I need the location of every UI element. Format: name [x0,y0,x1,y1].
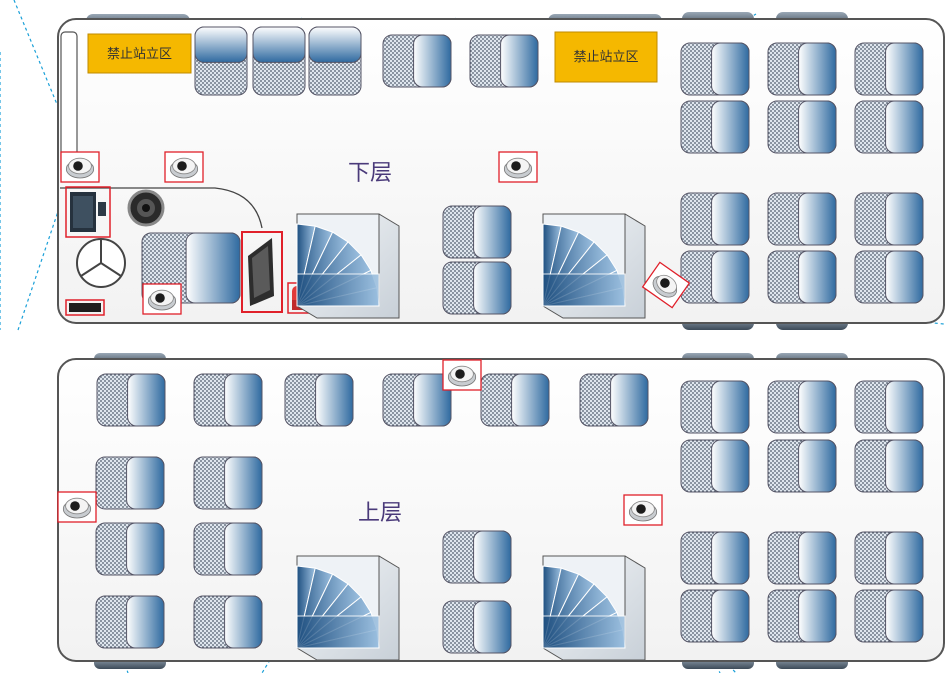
driver-partition [60,187,263,229]
dome-camera-icon [623,494,663,526]
seat-icon [767,531,837,585]
seat-icon [193,522,263,576]
no-standing-zone-label: 禁止站立区 [107,47,172,62]
seat-icon [680,531,750,585]
seat-icon [193,456,263,510]
seat-icon [854,100,924,154]
seat-icon [382,373,452,427]
seat-icon [680,100,750,154]
upper-deck-cameras [57,359,663,526]
staircase-icon [296,555,400,661]
dome-camera-icon [164,151,204,183]
seat-icon [854,192,924,246]
seat-icon [854,589,924,643]
dome-camera-icon [442,359,482,391]
lower-deck: 禁止站立区 禁止站立区 下层 [57,12,945,330]
seat-icon [194,26,248,96]
monitor-icon [65,186,111,238]
seat-icon [680,380,750,434]
upper-deck-stairs [296,555,646,661]
lower-deck-stairs [296,213,646,319]
seat-icon [480,373,550,427]
seat-icon [442,205,512,259]
upper-deck-label: 上层 [358,501,402,526]
seat-icon [193,595,263,649]
seat-icon [767,250,837,304]
seat-icon [854,42,924,96]
lower-deck-seats [141,26,924,315]
seat-icon [579,373,649,427]
seat-icon [767,589,837,643]
seat-icon [854,531,924,585]
no-standing-zone: 禁止站立区 [87,33,192,74]
seat-icon [308,26,362,96]
no-standing-zone: 禁止站立区 [554,31,658,83]
seat-icon [96,373,166,427]
seat-icon [193,373,263,427]
seat-icon [854,380,924,434]
staircase-icon [542,555,646,661]
dome-camera-icon [60,151,100,183]
recorder-device [65,299,105,316]
seat-icon [767,439,837,493]
dome-camera-icon [57,491,97,523]
seat-icon [767,380,837,434]
seat-icon [767,42,837,96]
door-panel-icon [241,231,283,313]
seat-icon [442,530,512,584]
seat-icon [382,34,452,88]
seat-icon [680,192,750,246]
staircase-icon [542,213,646,319]
no-standing-zone-label: 禁止站立区 [573,50,638,65]
dome-camera-icon [142,283,182,315]
upper-deck: 上层 [57,353,945,669]
lower-deck-label: 下层 [348,161,392,186]
seat-icon [680,250,750,304]
seat-icon [680,42,750,96]
fisheye-camera-icon [127,189,165,227]
seat-icon [252,26,306,96]
seat-icon [854,439,924,493]
staircase-icon [296,213,400,319]
dome-camera-icon [641,261,691,309]
seat-icon [767,192,837,246]
seat-icon [95,522,165,576]
upper-deck-seats [95,373,924,654]
seat-icon [680,439,750,493]
seat-icon [95,595,165,649]
seat-icon [442,600,512,654]
steering-wheel-icon [76,238,126,288]
seat-icon [854,250,924,304]
seat-icon [767,100,837,154]
seat-icon [680,589,750,643]
seat-icon [442,261,512,315]
seat-icon [284,373,354,427]
dome-camera-icon [498,151,538,183]
seat-icon [469,34,539,88]
lower-deck-cameras [60,151,691,315]
seat-icon [95,456,165,510]
